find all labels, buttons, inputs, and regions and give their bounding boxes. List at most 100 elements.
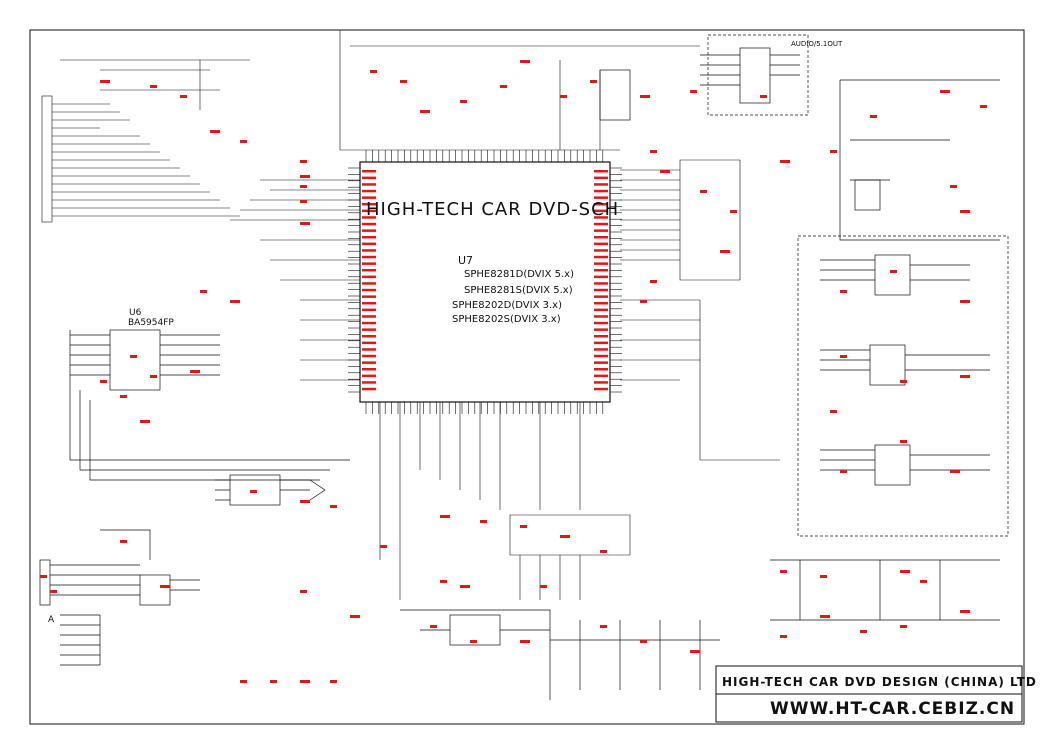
left-connector <box>41 59 250 223</box>
drawing-border <box>29 29 1025 725</box>
annotation-mark <box>960 375 970 378</box>
pin-label-mark <box>594 341 608 345</box>
audio-out-block <box>599 34 1000 241</box>
annotation-mark <box>950 185 957 188</box>
pin-label-mark <box>362 374 376 378</box>
pin-label-mark <box>594 203 608 206</box>
annotation-mark <box>520 525 527 528</box>
u7-variant-3: SPHE8202D(DVIX 3.x) <box>452 300 562 311</box>
annotation-mark <box>830 150 837 153</box>
title-block-website: WWW.HT-CAR.CEBIZ.CN <box>770 699 1016 719</box>
annotation-mark <box>50 590 57 593</box>
annotation-mark <box>100 80 110 83</box>
annotation-mark <box>130 355 137 358</box>
u7-variant-2: SPHE8281S(DVIX 5.x) <box>464 285 573 296</box>
pin-label-mark <box>362 222 376 226</box>
annotation-mark <box>900 380 907 383</box>
pin-label-mark <box>362 315 376 318</box>
annotation-mark <box>300 175 310 178</box>
pin-label-mark <box>362 368 376 371</box>
pin-label-mark <box>594 222 608 226</box>
pin-label-mark <box>362 321 376 325</box>
pin-label-mark <box>362 282 376 285</box>
pin-label-mark <box>594 308 608 312</box>
annotation-mark <box>730 210 737 213</box>
annotation-mark <box>900 625 907 628</box>
u6-chip <box>69 329 350 481</box>
annotation-mark <box>700 190 707 193</box>
annotation-mark <box>460 585 470 588</box>
annotation-mark <box>640 95 650 98</box>
pin-label-mark <box>362 308 376 312</box>
annotation-mark <box>300 200 307 203</box>
u7-variant-1: SPHE8281D(DVIX 5.x) <box>464 269 574 280</box>
pin-label-mark <box>594 335 608 338</box>
annotation-mark <box>960 610 970 613</box>
annotation-mark <box>210 130 220 133</box>
u7-designator: U7 <box>458 254 474 267</box>
annotation-mark <box>720 250 730 253</box>
annotation-mark <box>500 85 507 88</box>
annotation-mark <box>980 105 987 108</box>
annotation-mark <box>480 520 487 523</box>
pin-label-mark <box>362 381 376 384</box>
u6-part-number: BA5954FP <box>128 318 174 328</box>
pin-label-mark <box>362 348 376 351</box>
pin-label-mark <box>594 255 608 259</box>
connector-a-label: A <box>48 615 55 625</box>
power-section <box>400 559 1000 700</box>
pin-label-mark <box>594 216 608 219</box>
annotation-mark <box>870 115 877 118</box>
annotation-mark <box>780 635 787 638</box>
pin-label-mark <box>362 341 376 345</box>
annotation-mark <box>940 90 950 93</box>
annotation-mark <box>960 300 970 303</box>
pin-label-mark <box>362 189 376 193</box>
pin-label-mark <box>362 255 376 259</box>
annotation-mark <box>300 680 310 683</box>
annotation-mark <box>960 210 970 213</box>
annotation-mark <box>420 110 430 113</box>
pin-label-mark <box>594 275 608 279</box>
pin-label-mark <box>594 295 608 298</box>
annotation-mark <box>200 290 207 293</box>
pin-label-mark <box>594 249 608 252</box>
annotation-mark <box>760 95 767 98</box>
pin-label-mark <box>362 183 376 186</box>
annotation-mark <box>240 140 247 143</box>
annotation-mark <box>440 515 450 518</box>
annotation-mark <box>300 185 307 188</box>
pin-label-mark <box>594 189 608 193</box>
pin-label-mark <box>594 282 608 285</box>
pin-label-mark <box>594 269 608 272</box>
pin-label-mark <box>362 236 376 239</box>
annotation-mark <box>330 680 337 683</box>
pin-label-mark <box>594 381 608 384</box>
u6-designator: U6 <box>129 308 142 318</box>
schematic-title: HIGH-TECH CAR DVD-SCH <box>366 199 620 220</box>
pin-label-mark <box>594 315 608 318</box>
pin-label-mark <box>594 170 608 173</box>
annotation-mark <box>160 585 170 588</box>
pin-label-mark <box>594 374 608 378</box>
annotation-mark <box>520 60 530 63</box>
pin-label-mark <box>594 229 608 232</box>
pin-label-mark <box>362 361 376 364</box>
annotation-mark <box>400 80 407 83</box>
pin-label-mark <box>594 242 608 246</box>
title-block-company: HIGH-TECH CAR DVD DESIGN (CHINA) LTD <box>722 675 1037 689</box>
annotation-mark <box>380 545 387 548</box>
pin-label-mark <box>594 328 608 331</box>
annotation-mark <box>560 95 567 98</box>
pin-label-mark <box>594 288 608 292</box>
pin-label-mark <box>362 275 376 279</box>
annotation-mark <box>690 90 697 93</box>
annotation-mark <box>150 85 157 88</box>
annotation-mark <box>140 420 150 423</box>
pin-label-mark <box>362 249 376 252</box>
annotation-mark <box>650 150 657 153</box>
annotation-mark <box>40 575 47 578</box>
annotation-mark <box>780 570 787 573</box>
pin-label-mark <box>362 229 376 232</box>
